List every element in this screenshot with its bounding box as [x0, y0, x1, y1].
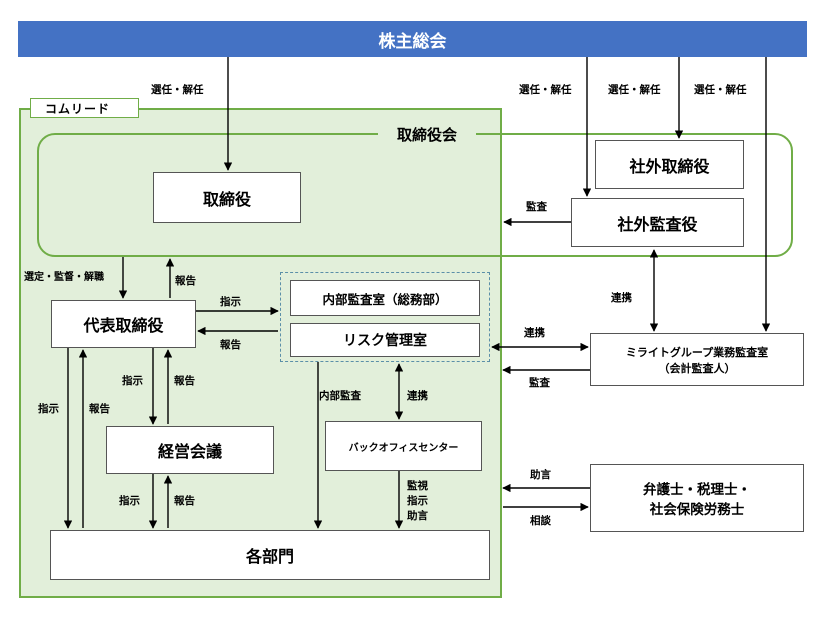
label-audit-board: 監査: [526, 201, 547, 213]
label-elect-4: 選任・解任: [694, 84, 747, 96]
management-meeting-box: 経営会議: [106, 426, 274, 474]
label-instruct-risk: 指示: [220, 296, 241, 308]
label-audit-mirait: 監査: [529, 377, 550, 389]
advisors-line2: 社会保険労務士: [649, 502, 745, 518]
label-report-dept: 報告: [174, 495, 195, 507]
label-select-supervise: 選定・監督・解職: [24, 272, 104, 283]
shareholders-meeting-bar: 株主総会: [18, 21, 807, 57]
label-coop-mirait: 連携: [524, 327, 545, 339]
outside-directors-box: 社外取締役: [595, 140, 744, 189]
label-instruct-left: 指示: [38, 403, 59, 415]
label-instruct-mgmt: 指示: [122, 375, 143, 387]
directors-box: 取締役: [153, 172, 301, 223]
label-monitor-2: 指示: [407, 495, 428, 507]
label-monitor-1: 監視: [407, 480, 428, 492]
internal-audit-box: 内部監査室（総務部）: [290, 280, 480, 316]
label-report-mgmt: 報告: [174, 375, 195, 387]
mirait-audit-line1: ミライトグループ業務監査室: [625, 345, 769, 359]
label-coop-backoffice: 連携: [407, 390, 428, 402]
label-internal-audit: 内部監査: [319, 390, 361, 402]
mirait-audit-box: ミライトグループ業務監査室 （会計監査人）: [590, 333, 804, 386]
advisors-line1: 弁護士・税理士・: [643, 482, 751, 498]
company-name: コムリード: [45, 101, 111, 116]
label-monitor: 監視 指示 助言: [407, 479, 428, 524]
mirait-audit-line2: （会計監査人）: [658, 361, 736, 375]
label-consult: 相談: [530, 515, 551, 527]
shareholders-meeting-label: 株主総会: [378, 31, 447, 52]
company-tab: コムリード: [30, 98, 139, 118]
label-coop-outside: 連携: [611, 292, 632, 304]
label-elect-1: 選任・解任: [151, 84, 204, 96]
label-report-board: 報告: [175, 275, 196, 287]
ceo-box: 代表取締役: [51, 300, 196, 348]
label-elect-3: 選任・解任: [608, 84, 661, 96]
label-advice: 助言: [530, 469, 551, 481]
label-report-left: 報告: [89, 403, 110, 415]
outside-auditors-box: 社外監査役: [571, 198, 744, 247]
label-elect-2: 選任・解任: [519, 84, 572, 96]
board-of-directors-label: 取締役会: [378, 124, 476, 144]
risk-management-box: リスク管理室: [290, 323, 480, 357]
label-instruct-dept: 指示: [119, 495, 140, 507]
back-office-center-box: バックオフィスセンター: [325, 421, 482, 471]
audit-risk-group: [280, 272, 490, 362]
advisors-box: 弁護士・税理士・ 社会保険労務士: [590, 464, 804, 532]
label-report-risk: 報告: [220, 339, 241, 351]
departments-box: 各部門: [50, 530, 490, 580]
label-monitor-3: 助言: [407, 510, 428, 522]
